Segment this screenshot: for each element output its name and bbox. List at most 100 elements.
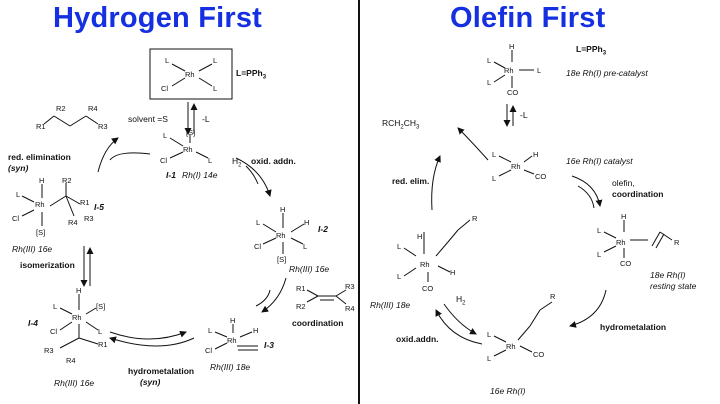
bottom-desc: 16e Rh(I) (490, 386, 526, 396)
atom-r2: R2 (296, 302, 306, 311)
atom-rh: Rh (506, 342, 516, 351)
atom-co: CO (422, 284, 434, 293)
hydrometalation-syn: (syn) (140, 377, 161, 387)
precatalyst-box (149, 48, 233, 100)
atom-r2: R2 (62, 176, 72, 185)
atom-l: L (208, 326, 213, 335)
atom-h: H (76, 286, 82, 295)
atom-cl: Cl (12, 214, 20, 223)
atom-h: H (280, 205, 286, 214)
resting-state-line1: 18e Rh(I) (650, 270, 686, 280)
atom-l: L (487, 78, 492, 87)
atom-s: [S] (36, 228, 46, 237)
atom-rh: Rh (35, 200, 45, 209)
atom-s: [S] (96, 302, 106, 311)
atom-r2: R2 (56, 104, 66, 113)
atom-h: H (304, 218, 310, 227)
hydrometalation-label: hydrometalation (128, 366, 195, 376)
atom-l: L (53, 302, 58, 311)
atom-r4: R4 (68, 218, 78, 227)
oxid-addn-label: oxid. addn. (251, 156, 296, 166)
atom-rh: Rh (504, 66, 514, 75)
h2-label: H2 (232, 156, 242, 169)
olefin-label: olefin, (612, 178, 635, 188)
atom-l: L (16, 190, 21, 199)
atom-l: L (492, 174, 497, 183)
atom-r3: R3 (345, 282, 355, 291)
right-red-elim-label: red. elim. (392, 176, 430, 186)
right-h2-label: H2 (456, 294, 466, 307)
i2-desc: Rh(III) 16e (289, 264, 330, 274)
atom-r3: R3 (84, 214, 94, 223)
atom-l: L (487, 330, 492, 339)
atom-h: H (253, 326, 259, 335)
red-elimination-syn: (syn) (8, 163, 29, 173)
olefin-first-title: Olefin First (450, 2, 606, 34)
atom-rh: Rh (616, 238, 626, 247)
atom-s: [S] (186, 128, 196, 137)
atom-h: H (230, 316, 236, 325)
right-minus-l: -L (520, 110, 528, 120)
atom-rh: Rh (276, 231, 286, 240)
atom-cl: Cl (254, 242, 262, 251)
panel-divider (358, 0, 360, 404)
atom-r: R (674, 238, 680, 247)
atom-l: L (213, 84, 218, 93)
i3-label: I-3 (264, 340, 274, 350)
i5-label: I-5 (94, 202, 104, 212)
atom-l: L (98, 327, 103, 336)
atom-l: L (213, 56, 218, 65)
atom-r1: R1 (98, 340, 108, 349)
atom-r1: R1 (296, 284, 306, 293)
atom-co: CO (620, 259, 632, 268)
atom-r1: R1 (36, 122, 46, 131)
atom-h: H (450, 268, 456, 277)
atom-cl: Cl (205, 346, 213, 355)
atom-r3: R3 (98, 122, 108, 131)
atom-r: R (550, 292, 556, 301)
atom-h: H (621, 212, 627, 221)
solvent-label: solvent =S (128, 114, 168, 124)
atom-rh: Rh (72, 313, 82, 322)
atom-r4: R4 (66, 356, 76, 365)
atom-l: L (397, 242, 402, 251)
atom-r3: R3 (44, 346, 54, 355)
atom-l: L (256, 218, 261, 227)
left-ligand-def: L=PPh3 (236, 68, 267, 81)
atom-co: CO (507, 88, 519, 97)
atom-rh: Rh (183, 145, 193, 154)
atom-cl: Cl (50, 327, 58, 336)
resting-state-line2: resting state (650, 281, 697, 291)
atom-rh: Rh (227, 336, 237, 345)
atom-h: H (39, 176, 45, 185)
atom-rh: Rh (420, 260, 430, 269)
atom-l: L (208, 156, 213, 165)
atom-l: L (537, 66, 542, 75)
i1-desc: Rh(I) 14e (182, 170, 218, 180)
atom-cl: Cl (161, 84, 169, 93)
atom-l: L (492, 150, 497, 159)
atom-cl: Cl (160, 156, 168, 165)
atom-h: H (417, 232, 423, 241)
atom-l: L (487, 354, 492, 363)
atom-l: L (303, 242, 308, 251)
i4-desc: Rh(III) 16e (54, 378, 95, 388)
atom-l: L (597, 226, 602, 235)
atom-l: L (597, 250, 602, 259)
atom-l: L (487, 56, 492, 65)
atom-h: H (533, 150, 539, 159)
rh3-18e-desc: Rh(III) 18e (370, 300, 411, 310)
right-coordination-label: coordination (612, 189, 664, 199)
red-elimination-label: red. elimination (8, 152, 71, 162)
atom-h: H (509, 42, 515, 51)
minus-l-label: -L (202, 114, 210, 124)
atom-rh: Rh (185, 70, 195, 79)
i4-label: I-4 (28, 318, 38, 328)
atom-l: L (165, 56, 170, 65)
coordination-label: coordination (292, 318, 344, 328)
atom-r: R (472, 214, 478, 223)
right-hydrometalation-label: hydrometalation (600, 322, 667, 332)
precatalyst-desc: 18e Rh(I) pre-catalyst (566, 68, 648, 78)
product-alkane: RCH2CH3 (382, 118, 420, 131)
